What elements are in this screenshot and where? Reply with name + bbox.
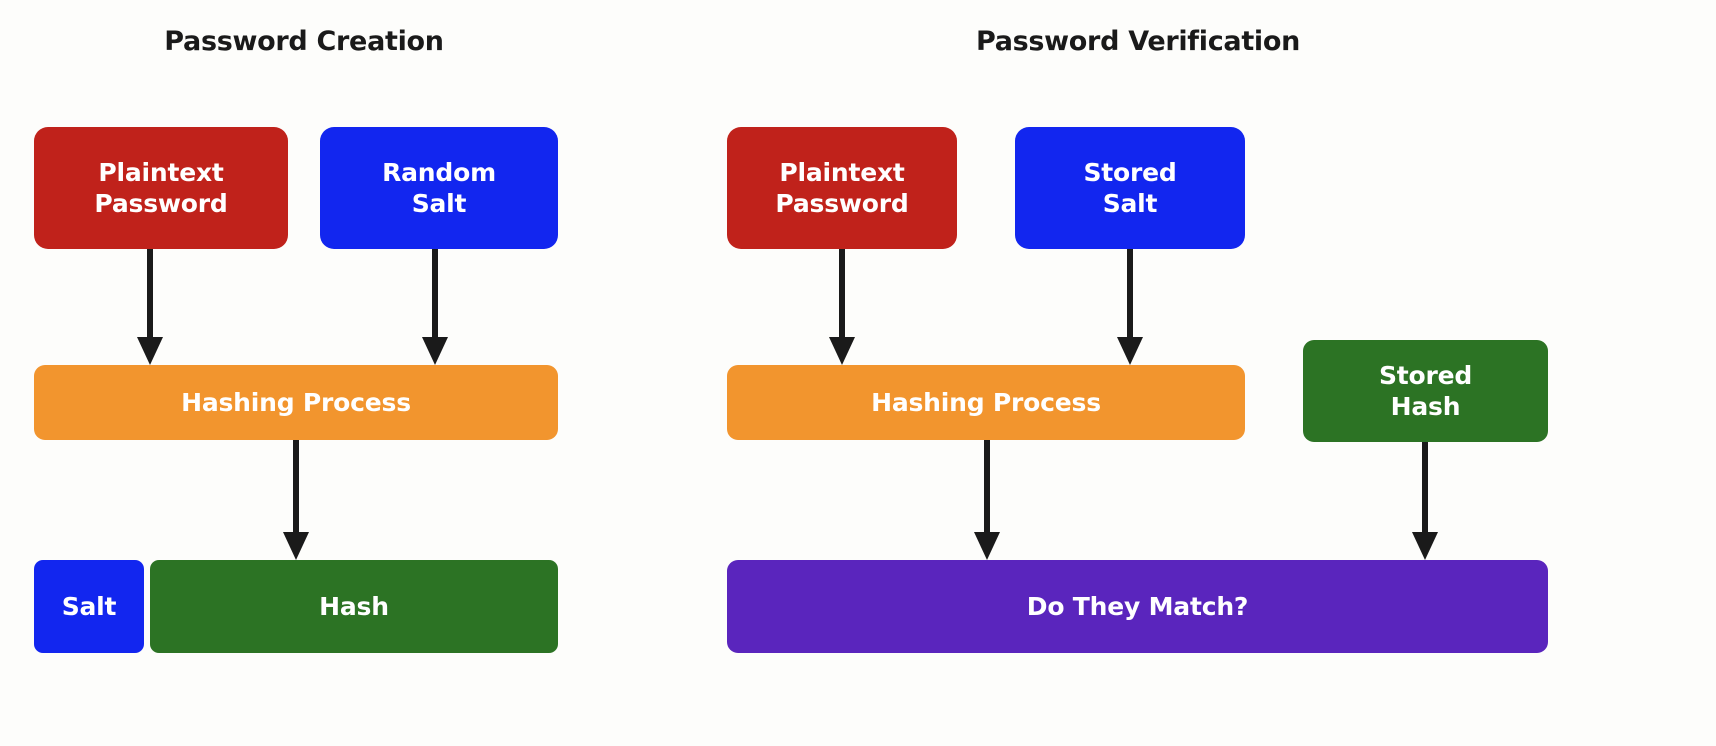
node-label-line2: Password: [775, 189, 909, 218]
node-label-line1: Hashing Process: [181, 387, 411, 417]
node-creation-plaintext-password[interactable]: Plaintext Password: [34, 127, 288, 249]
node-verification-stored-salt[interactable]: Stored Salt: [1015, 127, 1245, 249]
node-label-line1: Random: [382, 157, 496, 187]
node-label-line1: Do They Match?: [1026, 591, 1249, 621]
node-label-line1: Plaintext: [98, 157, 224, 187]
panel-title-password-verification: Password Verification: [975, 26, 1301, 57]
panel-title-password-creation: Password Creation: [164, 26, 444, 57]
node-label-line2: Salt: [1102, 189, 1158, 218]
arrow-verification-plaintext-password-to-hashing-process: [826, 249, 858, 367]
node-label-line1: Hash: [319, 591, 389, 621]
node-creation-salt[interactable]: Salt: [34, 560, 144, 653]
node-verification-stored-hash[interactable]: Stored Hash: [1303, 340, 1548, 442]
node-label-line2: Salt: [411, 189, 467, 218]
arrow-random-salt-to-hashing-process: [419, 249, 451, 367]
node-creation-hashing-process[interactable]: Hashing Process: [34, 365, 558, 440]
node-label-line1: Stored: [1083, 157, 1177, 187]
node-label-line1: Plaintext: [779, 157, 905, 187]
arrow-plaintext-password-to-hashing-process: [134, 249, 166, 367]
node-label-line2: Hash: [1390, 392, 1461, 421]
node-label-line1: Stored: [1378, 360, 1473, 390]
node-label-line1: Hashing Process: [871, 387, 1101, 417]
node-verification-do-they-match[interactable]: Do They Match?: [727, 560, 1548, 653]
arrow-stored-hash-to-do-they-match: [1409, 442, 1441, 562]
arrow-hashing-process-to-hash: [280, 440, 312, 562]
node-label-line1: Salt: [61, 591, 117, 621]
arrow-verification-hashing-process-to-do-they-match: [971, 440, 1003, 562]
node-label-line2: Password: [94, 189, 228, 218]
arrow-stored-salt-to-hashing-process: [1114, 249, 1146, 367]
node-verification-plaintext-password[interactable]: Plaintext Password: [727, 127, 957, 249]
node-creation-hash[interactable]: Hash: [150, 560, 558, 653]
node-creation-random-salt[interactable]: Random Salt: [320, 127, 558, 249]
node-verification-hashing-process[interactable]: Hashing Process: [727, 365, 1245, 440]
